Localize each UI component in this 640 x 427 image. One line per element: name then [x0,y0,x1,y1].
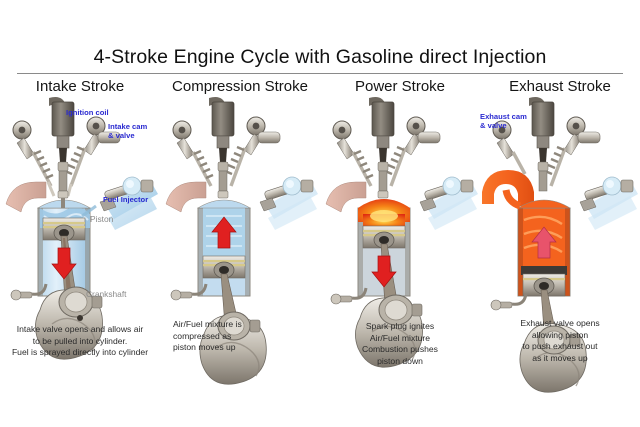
label-crankshaft: Crankshaft [86,289,127,299]
engine-illustration-power [320,96,480,396]
stroke-heading-compression: Compression Stroke [172,78,308,95]
panel-compression: Compression Stroke [160,78,320,427]
engine-illustration-compression [160,96,320,396]
caption-compression: Air/Fuel mixture is compressed as piston… [160,319,333,354]
engine-illustration-intake [0,96,160,396]
caption-line: Combustion pushes [362,344,438,355]
caption-intake: Intake valve opens and allows air to be … [0,324,160,359]
panel-exhaust: Exhaust Stroke [480,78,640,427]
page-title: 4-Stroke Engine Cycle with Gasoline dire… [93,46,547,68]
stroke-heading-intake: Intake Stroke [35,78,125,95]
label-intake-cam-valve: Intake cam& valve [108,122,148,141]
caption-line: compressed as [173,330,232,341]
caption-line: piston down [377,355,423,366]
caption-line: allowing piston [531,329,589,340]
stroke-panels: Intake Stroke [0,78,640,427]
caption-line: piston moves up [173,342,236,353]
caption-exhaust: Exhaust valve opens allowing piston to p… [480,318,640,364]
stroke-heading-power: Power Stroke [354,78,446,95]
caption-line: Intake valve opens and allows air [16,324,144,334]
caption-line: to push exhaust out [522,341,598,352]
label-fuel-injector: Fuel Injector [103,195,149,204]
panel-power: Power Stroke [320,78,480,427]
caption-line: to be pulled into cylinder. [32,335,128,346]
caption-line: Exhaust valve opens [520,318,600,328]
caption-line: Fuel is sprayed directly into cylinder [11,347,149,358]
title-divider [17,73,623,74]
panel-intake: Intake Stroke [0,78,160,427]
caption-line: Air/Fuel mixture is [173,319,242,329]
label-exhaust-cam-valve: Exhaust cam& valve [480,112,527,131]
caption-line: as it moves up [532,352,588,363]
caption-line: Air/Fuel mixture [369,332,431,343]
label-ignition-coil: Ignition coil [66,108,109,117]
stroke-heading-exhaust: Exhaust Stroke [509,78,611,95]
label-piston: Piston [90,214,114,224]
caption-power: Spark plug ignites Air/Fuel mixture Comb… [320,321,480,367]
engine-illustration-exhaust [480,96,640,396]
caption-line: Spark plug ignites [365,321,435,331]
